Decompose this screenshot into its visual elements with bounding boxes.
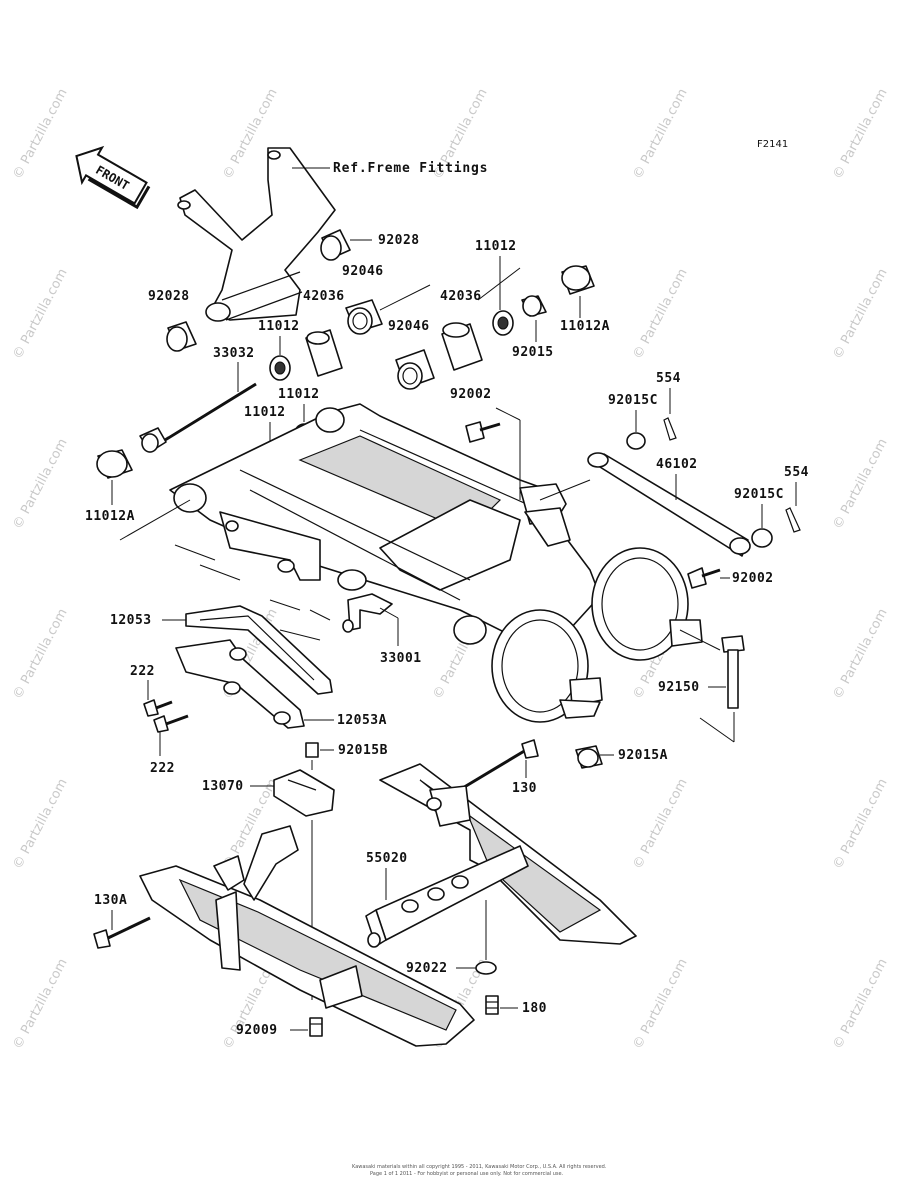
part-label-130A: 130A [94,893,127,908]
part-label-11012: 11012 [244,405,286,420]
part-label-92022: 92022 [406,961,448,976]
bolt-130A [93,916,151,949]
figure-code: F2141 [757,139,788,150]
part-label-92002: 92002 [732,571,774,586]
part-label-554: 554 [656,371,681,386]
part-label-33032: 33032 [213,346,255,361]
chain-guide-12053A [175,639,305,729]
part-label-11012A: 11012A [85,509,135,524]
watermark: © Partzilla.com [10,606,70,702]
part-label-12053A: 12053A [337,713,387,728]
collar-92028-left [166,321,197,352]
watermark: © Partzilla.com [10,776,70,872]
watermark: © Partzilla.com [10,266,70,362]
watermark: © Partzilla.com [10,436,70,532]
nut-92015C-lower [751,528,773,548]
part-label-11012: 11012 [475,239,517,254]
cap-11012A-upper-right [561,265,595,295]
footer-note: Page 1 of 1 2011 - For hobbyist or perso… [370,1171,564,1177]
cotter-pin-554-lower [785,507,801,533]
screw-222-lower [153,714,189,733]
part-label-42036: 42036 [303,289,345,304]
needle-bearing-92046-mid [395,349,435,390]
part-label-92015A: 92015A [618,748,668,763]
bracket-33001 [337,569,393,633]
part-label-92015B: 92015B [338,743,388,758]
part-label-92028: 92028 [378,233,420,248]
watermark: © Partzilla.com [830,606,890,702]
ref-frame-fittings-label: Ref.Freme Fittings [333,161,488,176]
part-label-92150: 92150 [658,680,700,695]
part-label-92015C: 92015C [608,393,658,408]
part-label-55020: 55020 [366,851,408,866]
seal-11012-left [269,355,291,381]
part-label-92015: 92015 [512,345,554,360]
part-label-130: 130 [512,781,537,796]
watermark: © Partzilla.com [830,436,890,532]
bolt-33032 [139,381,257,453]
part-label-92002: 92002 [450,387,492,402]
part-label-554: 554 [784,465,809,480]
part-label-11012: 11012 [258,319,300,334]
footer-copyright: Kawasaki materials within all copyright … [352,1164,607,1170]
bolt-92002-lower [687,567,721,589]
watermark: © Partzilla.com [830,266,890,362]
part-label-92046: 92046 [342,264,384,279]
watermark: © Partzilla.com [10,956,70,1052]
bolt-130 [455,739,539,794]
needle-bearing-92046-upper [345,299,383,335]
skid-plate-55020 [139,763,637,1047]
bolt-92150 [721,635,745,709]
watermark: © Partzilla.com [830,956,890,1052]
front-arrow-icon: FRONT [75,145,151,210]
screw-222-upper [143,699,173,717]
washer-92022 [475,961,497,975]
bolt-180 [485,995,499,1015]
slider-13070 [273,769,335,817]
watermark: © Partzilla.com [830,86,890,182]
part-label-222: 222 [130,664,155,679]
chain-guide-12053 [185,605,333,695]
frame-fitting-bracket [177,147,336,322]
nut-92015B [305,742,319,758]
swingarm-rings [491,547,703,723]
watermark: © Partzilla.com [630,776,690,872]
watermark: © Partzilla.com [10,86,70,182]
part-label-222: 222 [150,761,175,776]
collar-92028-upper [320,229,351,261]
nut-92015 [521,295,547,317]
part-label-11012: 11012 [278,387,320,402]
part-label-33001: 33001 [380,651,422,666]
part-label-46102: 46102 [656,457,698,472]
part-label-12053: 12053 [110,613,152,628]
part-label-11012A: 11012A [560,319,610,334]
part-label-180: 180 [522,1001,547,1016]
part-label-92046: 92046 [388,319,430,334]
sleeve-42036-left [305,329,343,377]
watermark: © Partzilla.com [830,776,890,872]
part-label-42036: 42036 [440,289,482,304]
part-label-92015C: 92015C [734,487,784,502]
part-label-13070: 13070 [202,779,244,794]
nut-92015C-upper [626,432,646,450]
part-label-92009: 92009 [236,1023,278,1038]
nut-92015A [575,745,603,769]
watermark: © Partzilla.com [630,86,690,182]
part-label-92028: 92028 [148,289,190,304]
seal-11012-upper-right [492,310,514,336]
watermark: © Partzilla.com [630,956,690,1052]
tie-rod-46102 [587,452,751,557]
sleeve-42036-right [441,322,483,371]
cap-11012A-left [96,449,133,479]
cotter-pin-554-upper [663,417,677,441]
bolt-92002-upper [465,421,501,443]
bolt-92009 [309,1017,323,1037]
watermark: © Partzilla.com [630,266,690,362]
assembly-guide-lines [119,479,721,651]
